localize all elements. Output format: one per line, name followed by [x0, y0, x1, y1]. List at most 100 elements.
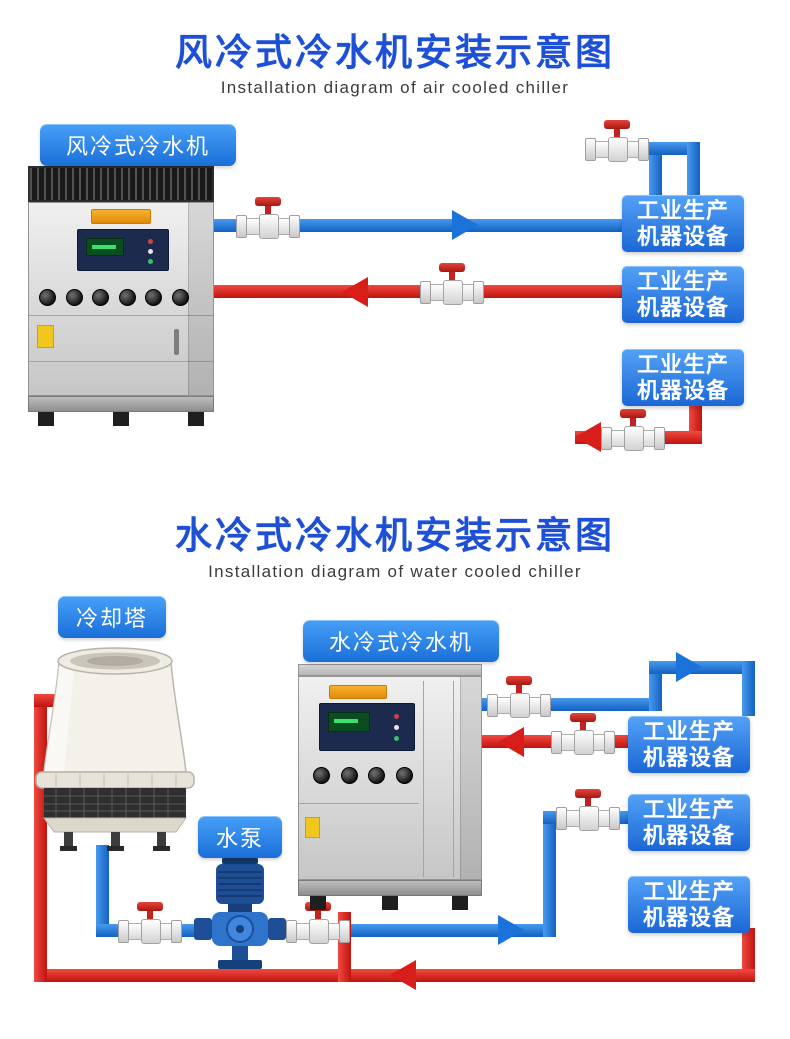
pump-base-plate — [218, 960, 262, 969]
chiller-foot — [452, 896, 468, 910]
equipment-box-line1: 工业生产 — [636, 352, 729, 377]
collar-ribs — [55, 773, 177, 787]
motor-cap — [222, 856, 258, 866]
equipment-box-line1: 工业生产 — [642, 879, 735, 904]
pressure-gauge — [313, 767, 330, 784]
valve-handle — [506, 676, 532, 685]
chiller-base — [28, 396, 214, 412]
warning-sticker — [305, 817, 320, 838]
control-panel — [319, 703, 415, 751]
flow-arrow-left-icon — [342, 277, 368, 307]
equipment-box-line1: 工业生产 — [636, 269, 729, 294]
valve-cap — [540, 694, 551, 717]
warning-sticker — [37, 325, 54, 348]
valve-cap — [473, 281, 484, 304]
brand-plate — [329, 685, 387, 699]
indicator-light — [394, 725, 399, 730]
panel-seam — [453, 681, 454, 877]
water-section-title: 水冷式冷水机安装示意图 — [175, 515, 615, 556]
valve-handle — [580, 721, 586, 732]
pressure-gauge — [145, 289, 163, 306]
motor-fins — [218, 871, 262, 897]
indicator-light — [394, 714, 399, 719]
pressure-gauge — [340, 767, 358, 784]
cooling-tower-image — [30, 640, 200, 852]
water-pump-label: 水泵 — [198, 816, 283, 858]
panel-seam — [29, 361, 213, 362]
return-water-pipe — [205, 285, 622, 298]
tower-legs — [60, 832, 170, 851]
valve-handle — [604, 120, 630, 129]
cooling-tower-label: 冷却塔 — [58, 596, 167, 638]
indicator-light — [148, 249, 153, 254]
air-chiller-label: 风冷式冷水机 — [40, 124, 237, 166]
ball-valve-icon — [585, 119, 649, 162]
pressure-gauge — [368, 767, 386, 784]
ball-valve-icon — [556, 788, 620, 831]
equipment-box: 工业生产 机器设备 — [622, 349, 744, 406]
air-section-title: 风冷式冷水机安装示意图 — [175, 32, 615, 73]
chiller-cabinet — [298, 676, 482, 880]
equipment-box-line2: 机器设备 — [636, 295, 729, 320]
equipment-box-line1: 工业生产 — [636, 198, 729, 223]
chiller-foot — [188, 412, 204, 426]
valve-handle — [255, 197, 281, 206]
valve-cap — [339, 920, 350, 943]
valve-union — [624, 426, 644, 451]
valve-handle — [449, 271, 455, 282]
valve-cap — [556, 807, 567, 830]
pressure-gauge — [118, 289, 136, 306]
valve-cap — [551, 731, 562, 754]
chilled-supply-drop-pipe — [687, 142, 700, 200]
valve-cap — [171, 920, 182, 943]
equipment-box-line2: 机器设备 — [642, 905, 735, 930]
valve-handle — [516, 684, 522, 695]
valve-cap — [638, 138, 649, 161]
valve-union — [608, 137, 628, 162]
chiller-foot — [310, 896, 326, 910]
indicator-light — [394, 736, 399, 741]
ball-valve-icon — [236, 196, 300, 239]
cooling-tower-drawing — [35, 647, 195, 851]
water-section-subtitle: Installation diagram of water cooled chi… — [208, 562, 582, 581]
valve-cap — [118, 920, 129, 943]
water-pump-drawing — [194, 856, 286, 969]
condenser-fin-grill — [28, 166, 214, 202]
water-chiller-label: 水冷式冷水机 — [303, 620, 500, 662]
cabinet-side-shading — [188, 203, 213, 395]
equipment-box-line2: 机器设备 — [642, 823, 735, 848]
flow-arrow-left-icon — [498, 727, 524, 757]
tower-basin-skirt — [43, 817, 187, 833]
valve-cap — [487, 694, 498, 717]
valve-cap — [585, 138, 596, 161]
valve-union — [443, 280, 463, 305]
flow-arrow-right-icon — [676, 652, 702, 682]
valve-handle — [137, 902, 163, 911]
ball-valve-icon — [551, 712, 615, 755]
cabinet-side-shading — [460, 677, 481, 879]
air-section-subtitle: Installation diagram of air cooled chill… — [220, 78, 570, 97]
valve-union — [141, 919, 161, 944]
equipment-box: 工业生产 机器设备 — [628, 716, 750, 773]
valve-union — [579, 806, 599, 831]
valve-union — [309, 919, 329, 944]
equipment-box: 工业生产 机器设备 — [622, 195, 744, 252]
valve-cap — [236, 215, 247, 238]
pump-stand — [232, 946, 248, 960]
valve-handle — [315, 910, 321, 921]
valve-union — [259, 214, 279, 239]
mesh-grid — [44, 788, 186, 818]
valve-cap — [654, 427, 665, 450]
tower-basin-opening — [87, 656, 143, 666]
flow-arrow-right-icon — [452, 210, 478, 240]
valve-handle — [585, 797, 591, 808]
valve-handle — [147, 910, 153, 921]
temperature-display — [328, 712, 370, 732]
valve-handle — [265, 205, 271, 216]
valve-union — [574, 730, 594, 755]
flow-arrow-left-icon — [575, 422, 601, 452]
panel-seam — [299, 803, 419, 804]
water-pump-image — [192, 856, 288, 978]
equipment-box-line2: 机器设备 — [642, 745, 735, 770]
pump-riser-pipe — [543, 811, 556, 937]
